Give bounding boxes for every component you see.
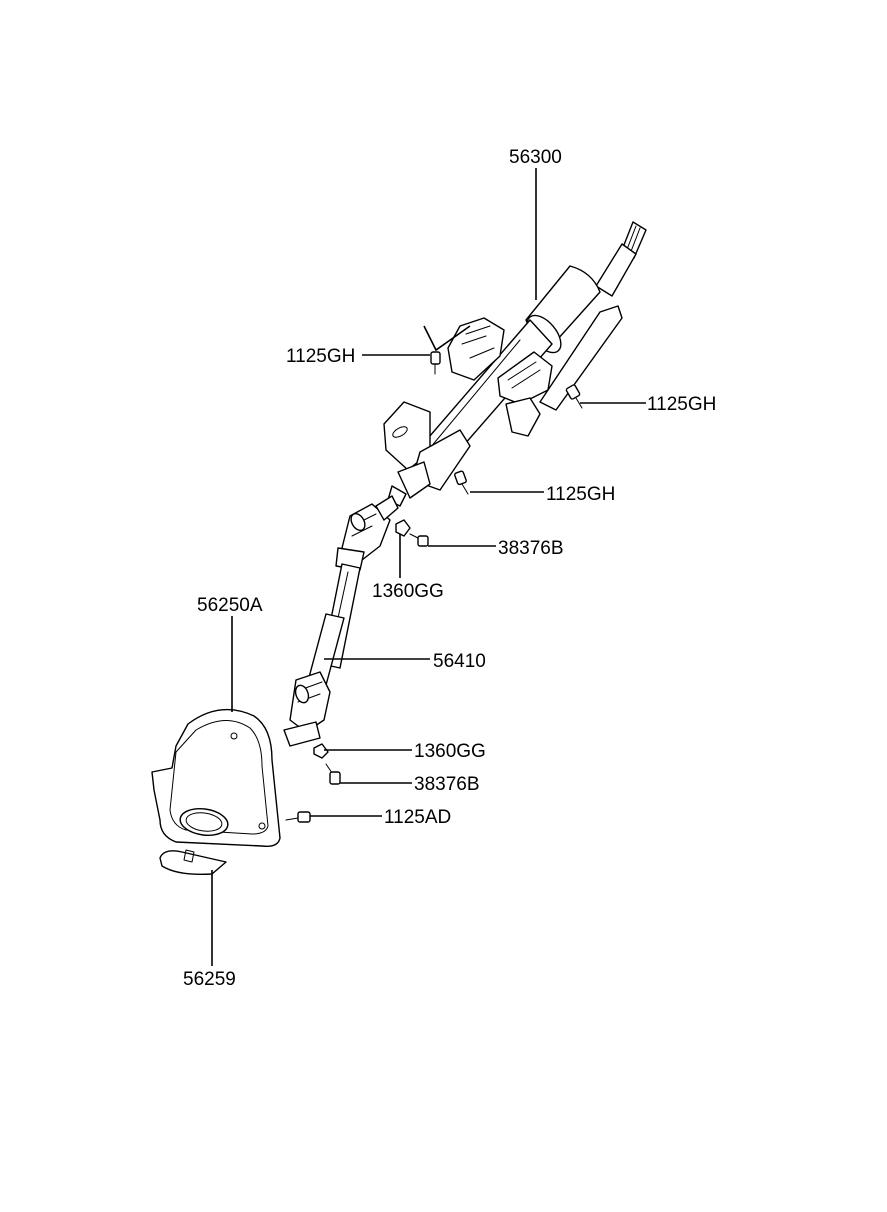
label-bolt-cover: 1125AD (384, 807, 451, 828)
nut-upper-icon (395, 519, 411, 537)
label-bolt-mid: 1125GH (546, 484, 615, 505)
bolt-mid-icon (454, 470, 469, 495)
clip-part (159, 849, 227, 876)
column-cover-assembly (151, 708, 281, 848)
label-intermediate-shaft: 56410 (433, 651, 486, 672)
bolt-left-upper-icon (430, 351, 441, 375)
leader-lines (211, 168, 646, 966)
label-bolt-left-upper: 1125GH (286, 346, 355, 367)
label-nut-joint-upper: 1360GG (372, 581, 444, 602)
bolt-right-icon (565, 384, 583, 409)
bolt-joint-lower-icon (325, 763, 341, 785)
fasteners (285, 351, 583, 823)
label-clip: 56259 (183, 969, 236, 990)
bolt-joint-upper-icon (409, 533, 429, 547)
label-bolt-right: 1125GH (647, 394, 716, 415)
label-bolt-joint-upper: 38376B (498, 538, 564, 559)
label-steering-column: 56300 (509, 147, 562, 168)
intermediate-shaft-assembly (283, 495, 399, 747)
nut-lower-icon (313, 743, 329, 759)
label-bolt-joint-lower: 38376B (414, 774, 480, 795)
steering-column-assembly (383, 221, 647, 507)
label-column-cover: 56250A (197, 595, 263, 616)
bolt-cover-icon (285, 811, 311, 823)
label-nut-joint-lower: 1360GG (414, 741, 486, 762)
